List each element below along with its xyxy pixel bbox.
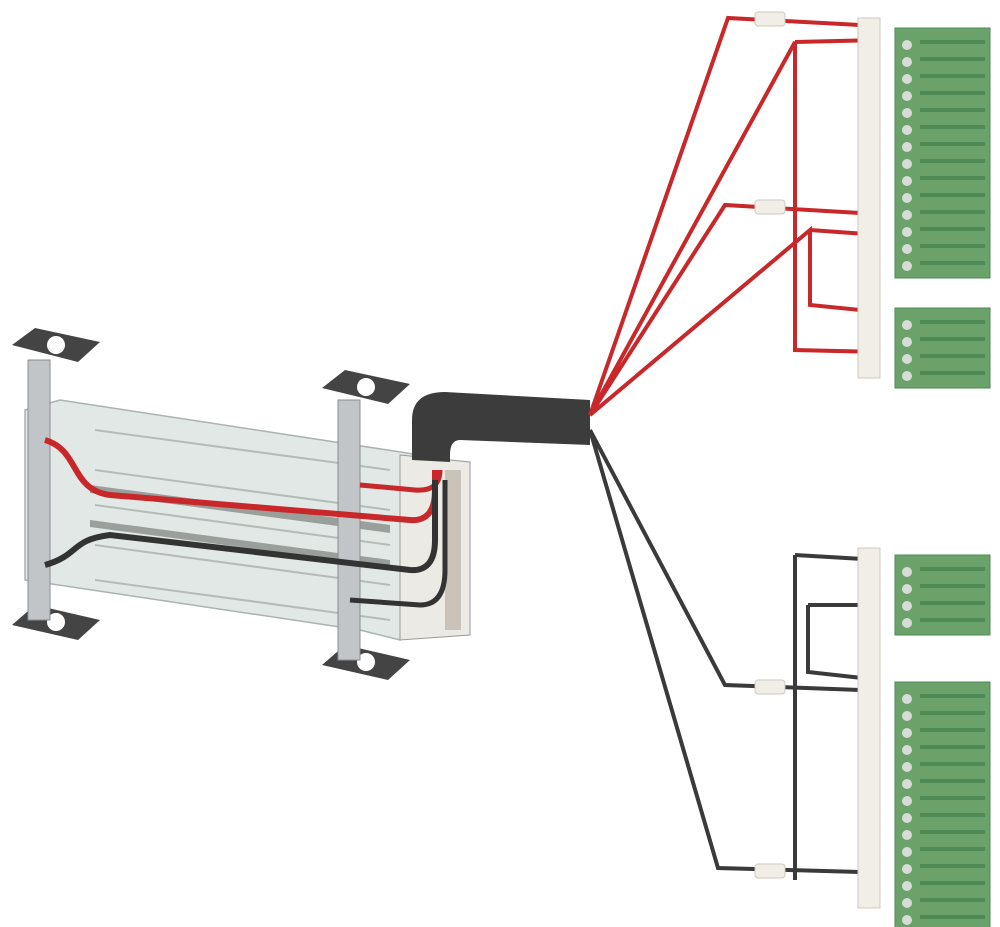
terminal-screw <box>902 813 912 823</box>
mounting-strip-lower <box>857 547 881 909</box>
terminal-screw <box>902 371 912 381</box>
terminal-screw <box>902 40 912 50</box>
terminal-screw <box>902 261 912 271</box>
terminal-screw <box>902 354 912 364</box>
terminal-screw <box>902 864 912 874</box>
black-fanout-wires <box>588 429 881 880</box>
busbar-red-wire <box>359 469 443 493</box>
terminal-screw <box>902 244 912 254</box>
terminal-screw <box>902 159 912 169</box>
terminal-screw <box>902 601 912 611</box>
ribbon-cable <box>412 392 590 462</box>
terminal-screw <box>902 125 912 135</box>
terminal-screw <box>902 847 912 857</box>
busbar-assembly <box>12 328 471 680</box>
terminal-screw <box>902 830 912 840</box>
terminal-screw <box>902 227 912 237</box>
terminal-block-lower-large <box>894 681 991 927</box>
terminal-screw <box>902 881 912 891</box>
terminal-screw <box>902 193 912 203</box>
terminal-screw <box>902 796 912 806</box>
terminal-screw <box>902 898 912 908</box>
terminal-screw <box>902 584 912 594</box>
terminal-screw <box>902 176 912 186</box>
terminal-screw <box>902 210 912 220</box>
terminal-screw <box>902 762 912 772</box>
bracket-stem <box>337 399 361 661</box>
terminal-screw <box>902 711 912 721</box>
busbar-black-wire <box>44 480 438 574</box>
terminal-screw <box>902 108 912 118</box>
terminal-screw <box>902 320 912 330</box>
busbar-black-wire <box>349 480 448 608</box>
terminal-screw <box>902 779 912 789</box>
bracket-stem <box>27 359 51 621</box>
terminal-block-upper-small <box>894 307 991 389</box>
red-fanout-wires <box>588 15 881 417</box>
terminal-block-upper-large <box>894 27 991 279</box>
terminal-screw <box>902 337 912 347</box>
terminal-screw <box>902 91 912 101</box>
terminal-screw <box>902 74 912 84</box>
terminal-screw <box>902 567 912 577</box>
terminal-block-lower-small <box>894 554 991 636</box>
terminal-screw <box>902 57 912 67</box>
terminal-screw <box>902 915 912 925</box>
terminal-screw <box>902 694 912 704</box>
mounting-strip-upper <box>857 17 881 379</box>
busbar-plate <box>24 399 421 641</box>
terminal-screw <box>902 745 912 755</box>
terminal-screw <box>902 142 912 152</box>
terminal-screw <box>902 728 912 738</box>
terminal-screw <box>902 618 912 628</box>
